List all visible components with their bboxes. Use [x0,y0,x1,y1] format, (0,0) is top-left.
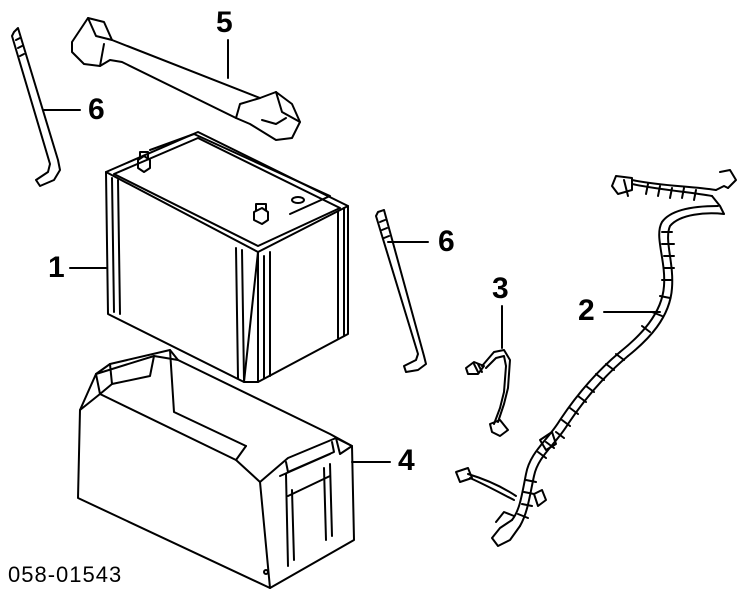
callout-5: 5 [216,6,233,39]
callout-4: 4 [398,444,415,477]
hold-down-bracket [71,17,301,141]
ground-cable [465,349,511,437]
main-harness-cable [455,169,737,547]
battery-tray [77,349,355,589]
callout-6-left: 6 [88,93,105,126]
battery [105,131,349,383]
callout-6-right: 6 [438,225,455,258]
leader-lines [43,39,661,463]
callout-1: 1 [48,251,65,284]
hold-down-rod-left [11,27,61,187]
hold-down-rod-right [375,209,427,373]
diagram-code: 058-01543 [8,562,123,587]
callout-2: 2 [578,294,595,327]
callout-3: 3 [492,272,509,305]
